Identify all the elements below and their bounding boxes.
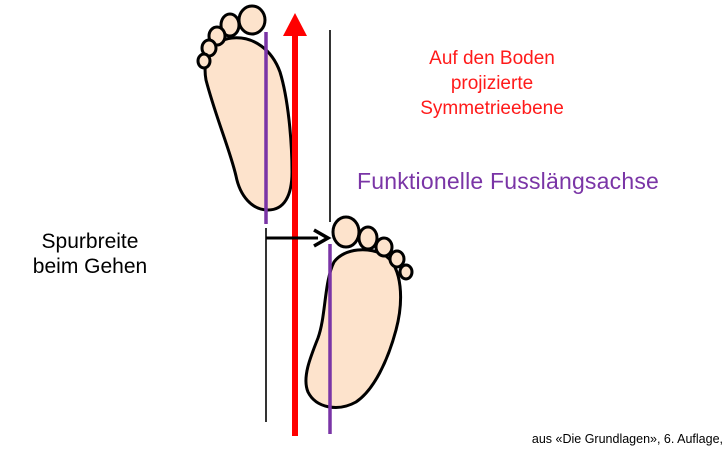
right-toe-4 [390,251,404,267]
left-big-toe [239,6,265,34]
right-toe-3 [376,238,392,256]
symmetry-label-line1: Auf den Boden [372,46,612,71]
track-width-label-line2: beim Gehen [10,254,170,279]
source-caption: aus «Die Grundlagen», 6. Auflage, [532,432,723,446]
right-toe-5 [400,265,412,279]
symmetry-label-line2: projizierte [372,71,612,96]
right-footprint [306,217,412,407]
symmetry-plane-label: Auf den Boden projizierte Symmetrieebene [372,46,612,121]
track-width-label: Spurbreite beim Gehen [10,229,170,279]
foot-axis-label: Funktionelle Fusslängsachse [357,168,659,195]
left-footprint [198,6,292,210]
symmetry-label-line3: Symmetrieebene [372,96,612,121]
track-width-label-line1: Spurbreite [10,229,170,254]
left-toe-5 [198,54,210,68]
right-big-toe [333,217,359,247]
symmetry-plane-arrow-head [283,13,307,36]
right-toe-2 [359,227,377,249]
